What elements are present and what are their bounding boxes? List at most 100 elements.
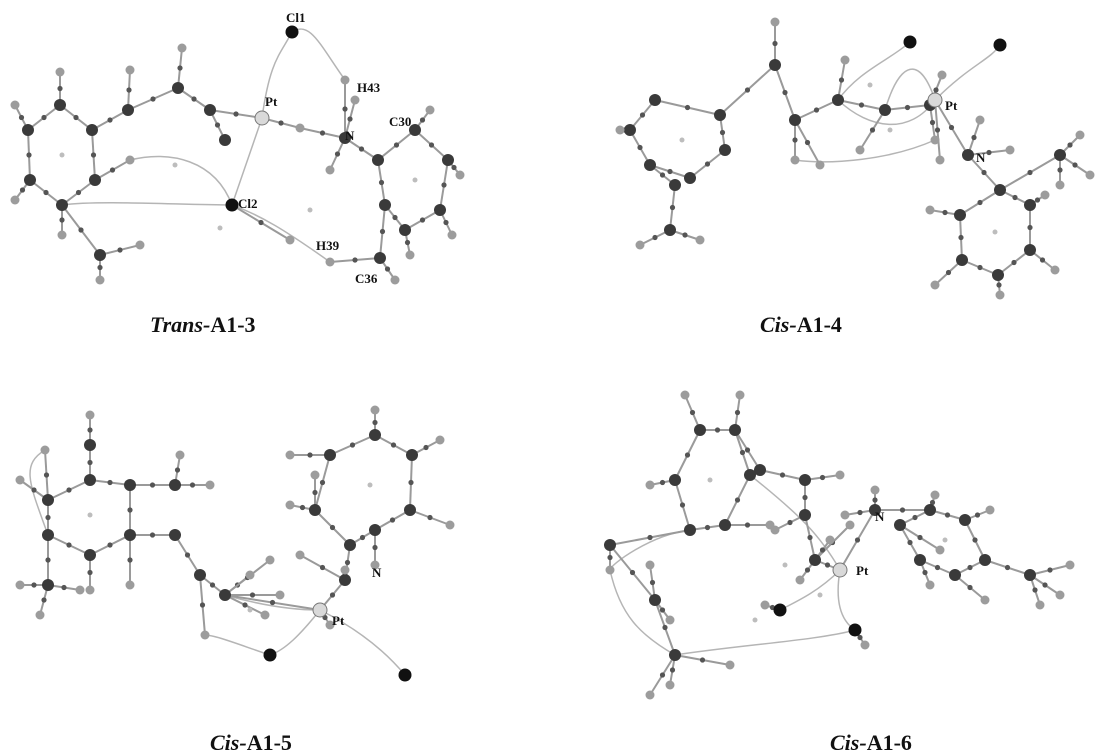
bond-critical-point	[214, 122, 221, 128]
carbon-atom	[959, 514, 971, 526]
bond-critical-point	[714, 427, 721, 433]
hydrogen-atom	[55, 67, 65, 77]
hydrogen-atom	[665, 615, 675, 625]
bond-critical-point	[278, 120, 284, 126]
hydrogen-atom	[795, 575, 805, 585]
ring-critical-point	[679, 137, 685, 143]
hydrogen-atom	[1040, 190, 1050, 200]
bond-critical-point	[378, 179, 385, 186]
hydrogen-atom	[405, 250, 415, 260]
platinum-atom	[312, 602, 328, 618]
bond-critical-point	[87, 427, 93, 433]
atom-label-pt: Pt	[332, 613, 345, 628]
bond-critical-point	[428, 142, 435, 148]
bond-critical-point	[18, 114, 25, 121]
bond-critical-point	[958, 234, 964, 241]
hydrogen-atom	[370, 560, 380, 570]
bond-critical-point	[312, 489, 318, 496]
hydrogen-atom	[200, 630, 210, 640]
bond-critical-point	[922, 569, 928, 576]
bond-critical-point	[1067, 142, 1073, 148]
bond-critical-point	[704, 161, 711, 167]
hydrogen-atom	[1055, 180, 1065, 190]
bond-critical-point	[996, 282, 1002, 288]
bond-critical-point	[149, 482, 156, 488]
bond-critical-point	[682, 232, 688, 238]
hydrogen-atom	[935, 155, 945, 165]
bond-critical-point	[734, 409, 741, 416]
bond-critical-point	[917, 534, 923, 541]
bond-critical-point	[904, 104, 911, 111]
hydrogen-atom	[447, 230, 457, 240]
hydrogen-atom	[435, 435, 445, 445]
bond-critical-point	[59, 217, 65, 223]
ring-critical-point	[247, 607, 253, 613]
carbon-atom	[644, 159, 656, 171]
hydrogen-atom	[325, 257, 335, 267]
atom-label-c30: C30	[389, 114, 411, 129]
platinum-atom	[254, 110, 270, 126]
hydrogen-atom	[1085, 170, 1095, 180]
bond-critical-point	[117, 247, 123, 253]
carbon-atom	[22, 124, 34, 136]
bond-critical-point	[319, 479, 326, 486]
bond-critical-point	[779, 472, 786, 478]
bond-critical-point	[819, 474, 826, 481]
bond-critical-point	[109, 167, 116, 173]
bond-critical-point	[804, 139, 811, 146]
carbon-atom	[84, 474, 96, 486]
atom-label-h43: H43	[357, 80, 381, 95]
bond-critical-point	[1011, 259, 1017, 266]
hydrogen-atom	[40, 445, 50, 455]
bond-critical-point	[704, 524, 711, 531]
hydrogen-atom	[1075, 130, 1085, 140]
carbon-atom	[669, 179, 681, 191]
hydrogen-atom	[925, 580, 935, 590]
bond-critical-point	[347, 116, 353, 122]
hydrogen-atom	[135, 240, 145, 250]
bond-critical-point	[26, 152, 32, 158]
bond-critical-point	[637, 144, 643, 151]
bond-critical-point	[127, 507, 133, 513]
carbon-atom	[404, 504, 416, 516]
bond-critical-point	[858, 102, 865, 108]
bond-critical-point	[174, 467, 181, 473]
bond-critical-point	[967, 564, 973, 571]
bond-critical-point	[390, 442, 397, 448]
bond-critical-point	[31, 487, 37, 493]
hydrogen-atom	[845, 520, 855, 530]
hydrogen-atom	[245, 570, 255, 580]
interaction-path	[61, 202, 233, 206]
hydrogen-atom	[615, 125, 625, 135]
hydrogen-atom	[205, 480, 215, 490]
bond-critical-point	[669, 204, 676, 211]
ring-critical-point	[782, 562, 788, 568]
atom-label-cl1: Cl1	[286, 10, 306, 25]
bond-critical-point	[191, 96, 197, 102]
bond-critical-point	[679, 502, 686, 508]
carbon-atom	[42, 494, 54, 506]
chlorine-atom	[848, 623, 862, 637]
carbon-atom	[374, 252, 386, 264]
bond-critical-point	[647, 534, 653, 541]
bond-critical-point	[352, 257, 358, 263]
atom-label-c36: C36	[355, 271, 378, 286]
hydrogen-atom	[285, 500, 295, 510]
hydrogen-atom	[10, 100, 20, 110]
hydrogen-atom	[605, 565, 615, 575]
bond-critical-point	[107, 542, 113, 548]
bond-critical-point	[819, 547, 826, 553]
carbon-atom	[684, 524, 696, 536]
hydrogen-atom	[350, 95, 360, 105]
bond-critical-point	[944, 512, 951, 518]
hydrogen-atom	[760, 600, 770, 610]
bond-critical-point	[419, 117, 426, 123]
carbon-atom	[729, 424, 741, 436]
bond-critical-point	[184, 552, 191, 558]
bond-critical-point	[934, 564, 941, 571]
interaction-path	[794, 139, 936, 163]
bond-critical-point	[689, 409, 696, 416]
bond-critical-point	[662, 624, 668, 631]
caption-suffix: A1-6	[866, 730, 912, 755]
